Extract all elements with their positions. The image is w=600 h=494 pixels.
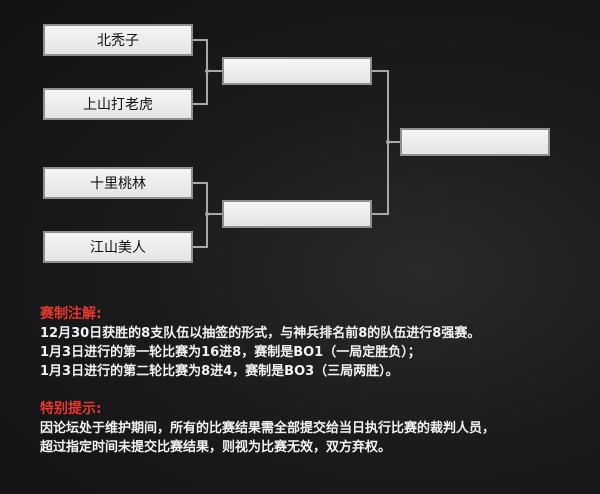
team-name: 上山打老虎 <box>83 97 153 113</box>
connector-dot <box>386 140 390 144</box>
connector-line <box>193 39 206 41</box>
team-name: 十里桃林 <box>90 176 146 192</box>
connector-dot <box>205 212 209 216</box>
final-slot <box>400 128 550 156</box>
connector-line <box>372 70 387 72</box>
connector-line <box>206 213 222 215</box>
team-slot-1: 北秃子 <box>43 24 193 56</box>
connector-line <box>206 70 222 72</box>
team-name: 江山美人 <box>90 240 146 256</box>
team-slot-4: 江山美人 <box>43 231 193 263</box>
semifinal-slot-1 <box>222 57 372 85</box>
tournament-bracket: 北秃子 上山打老虎 十里桃林 江山美人 <box>43 24 550 263</box>
connector-dot <box>205 69 209 73</box>
semifinal-slot-2 <box>222 200 372 228</box>
notes-section: 赛制注解: 12月30日获胜的8支队伍以抽签的形式，与神兵排名前8的队伍进行8强… <box>40 305 580 457</box>
special-title: 特别提示: <box>40 401 102 417</box>
special-line: 超过指定时间未提交比赛结果，则视为比赛无效，双方弃权。 <box>40 440 392 455</box>
connector-line <box>387 141 400 143</box>
connector-line <box>193 182 206 184</box>
team-slot-3: 十里桃林 <box>43 167 193 199</box>
rules-line: 12月30日获胜的8支队伍以抽签的形式，与神兵排名前8的队伍进行8强赛。 <box>40 326 481 341</box>
team-slot-2: 上山打老虎 <box>43 88 193 120</box>
rules-line: 1月3日进行的第二轮比赛为8进4，赛制是BO3（三局两胜）。 <box>40 364 399 379</box>
team-name: 北秃子 <box>97 33 139 49</box>
rules-title: 赛制注解: <box>40 306 102 322</box>
connector-line <box>372 213 387 215</box>
connector-line <box>193 246 206 248</box>
special-line: 因论坛处于维护期间，所有的比赛结果需全部提交给当日执行比赛的裁判人员， <box>40 421 496 436</box>
rules-line: 1月3日进行的第一轮比赛为16进8，赛制是BO1（一局定胜负）； <box>40 345 421 360</box>
connector-line <box>193 103 206 105</box>
